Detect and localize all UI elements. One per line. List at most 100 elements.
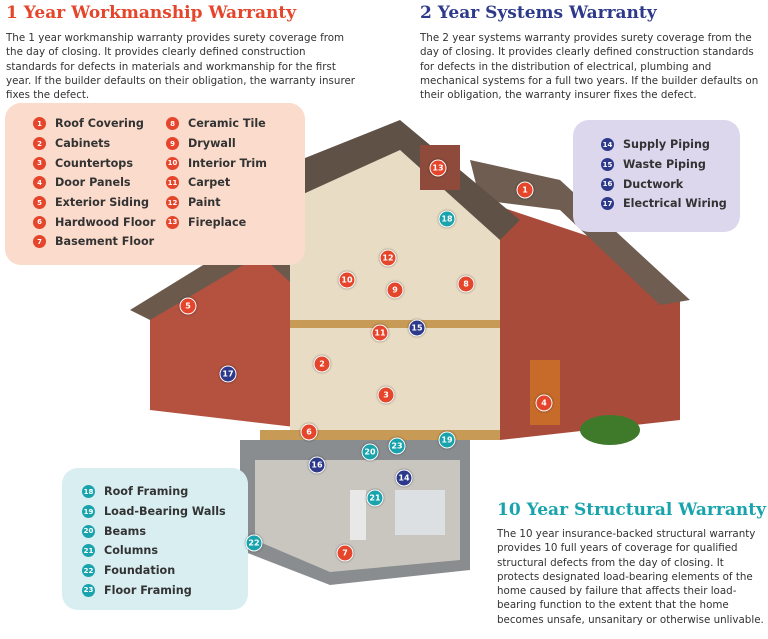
item-label: Exterior Siding	[55, 196, 149, 210]
number-badge: 6	[33, 215, 46, 229]
house-marker-12: 12	[379, 249, 397, 267]
house-marker-5: 5	[179, 297, 197, 315]
list-item: 13 Fireplace	[166, 212, 267, 232]
number-badge: 10	[166, 156, 179, 170]
house-marker-11: 11	[371, 324, 389, 342]
item-label: Cabinets	[55, 137, 111, 151]
item-label: Hardwood Floor	[55, 215, 156, 229]
house-marker-4: 4	[535, 394, 553, 412]
list-item: 18 Roof Framing	[82, 482, 226, 502]
item-label: Floor Framing	[104, 583, 192, 597]
house-marker-17: 17	[219, 365, 237, 383]
item-label: Foundation	[104, 564, 176, 578]
shrub	[580, 415, 640, 445]
item-label: Ductwork	[623, 177, 684, 191]
house-marker-13: 13	[429, 159, 447, 177]
floor-framing	[290, 320, 500, 328]
list-item: 6 Hardwood Floor	[33, 212, 155, 232]
house-marker-19: 19	[438, 431, 456, 449]
house-marker-7: 7	[336, 544, 354, 562]
front-door	[530, 360, 560, 425]
item-label: Carpet	[188, 176, 231, 190]
two-year-title: 2 Year Systems Warranty	[420, 3, 657, 23]
house-marker-23: 23	[388, 437, 406, 455]
number-badge: 9	[166, 137, 179, 151]
item-label: Interior Trim	[188, 156, 267, 170]
right-wing-siding	[480, 200, 680, 440]
list-item: 23 Floor Framing	[82, 580, 226, 600]
list-item: 10 Interior Trim	[166, 153, 267, 173]
washer-dryer	[395, 490, 445, 535]
item-label: Fireplace	[188, 215, 247, 229]
house-marker-20: 20	[361, 443, 379, 461]
number-badge: 12	[166, 196, 179, 210]
item-label: Basement Floor	[55, 235, 155, 249]
list-item: 3 Countertops	[33, 153, 155, 173]
ten-year-description: The 10 year insurance-backed structural …	[497, 528, 764, 626]
number-badge: 23	[82, 583, 95, 597]
number-badge: 1	[33, 117, 46, 131]
one-year-title: 1 Year Workmanship Warranty	[6, 3, 297, 23]
house-marker-14: 14	[395, 469, 413, 487]
number-badge: 18	[82, 485, 95, 499]
house-marker-10: 10	[338, 271, 356, 289]
number-badge: 21	[82, 544, 95, 558]
number-badge: 5	[33, 196, 46, 210]
list-item: 8 Ceramic Tile	[166, 114, 267, 134]
number-badge: 16	[601, 177, 614, 191]
number-badge: 20	[82, 524, 95, 538]
number-badge: 11	[166, 176, 179, 190]
list-item: 11 Carpet	[166, 173, 267, 193]
house-marker-16: 16	[308, 456, 326, 474]
item-label: Roof Framing	[104, 485, 189, 499]
house-marker-6: 6	[300, 423, 318, 441]
list-item: 16 Ductwork	[601, 174, 727, 194]
number-badge: 13	[166, 215, 179, 229]
house-marker-8: 8	[457, 275, 475, 293]
number-badge: 14	[601, 138, 614, 152]
house-marker-21: 21	[366, 489, 384, 507]
water-heater	[350, 490, 366, 540]
item-label: Columns	[104, 544, 158, 558]
one-year-description: The 1 year workmanship warranty provides…	[6, 32, 356, 102]
item-label: Drywall	[188, 137, 236, 151]
number-badge: 4	[33, 176, 46, 190]
number-badge: 19	[82, 505, 95, 519]
list-item: 1 Roof Covering	[33, 114, 155, 134]
item-label: Door Panels	[55, 176, 131, 190]
list-item: 14 Supply Piping	[601, 135, 727, 155]
item-label: Waste Piping	[623, 158, 706, 172]
list-item: 20 Beams	[82, 521, 226, 541]
item-label: Countertops	[55, 156, 133, 170]
list-item: 4 Door Panels	[33, 173, 155, 193]
list-item: 21 Columns	[82, 541, 226, 561]
item-label: Roof Covering	[55, 117, 144, 131]
house-marker-15: 15	[408, 319, 426, 337]
item-label: Electrical Wiring	[623, 197, 727, 211]
number-badge: 8	[166, 117, 179, 131]
list-item: 12 Paint	[166, 193, 267, 213]
house-marker-1: 1	[516, 181, 534, 199]
house-marker-9: 9	[386, 281, 404, 299]
house-marker-3: 3	[377, 386, 395, 404]
item-label: Ceramic Tile	[188, 117, 266, 131]
two-year-description: The 2 year systems warranty provides sur…	[420, 32, 759, 102]
item-label: Paint	[188, 196, 221, 210]
ten-year-title: 10 Year Structural Warranty	[497, 500, 766, 520]
house-marker-18: 18	[438, 210, 456, 228]
item-label: Supply Piping	[623, 138, 710, 152]
item-label: Beams	[104, 524, 146, 538]
house-marker-2: 2	[313, 355, 331, 373]
list-item: 9 Drywall	[166, 134, 267, 154]
number-badge: 3	[33, 156, 46, 170]
house-marker-22: 22	[245, 534, 263, 552]
